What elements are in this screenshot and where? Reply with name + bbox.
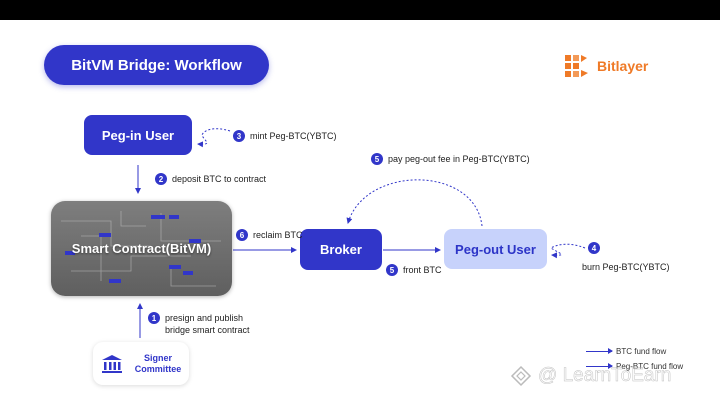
arrow-pay-fee (346, 179, 483, 227)
diagram-title: BitVM Bridge: Workflow (44, 45, 269, 85)
legend-peg-btc-flow: Peg-BTC fund flow (586, 362, 683, 371)
step-deposit: 2 deposit BTC to contract (155, 173, 266, 185)
legend-line (586, 363, 613, 369)
step-number: 2 (155, 173, 167, 185)
step-text: reclaim BTC (253, 230, 303, 240)
peg-out-user-node: Peg-out User (444, 229, 547, 269)
watermark: @ LearnToEarn (508, 365, 672, 387)
signer-committee-node: Signer Committee (93, 342, 189, 385)
broker-node: Broker (300, 229, 382, 270)
diamond-logo-icon (510, 365, 532, 387)
step-burn-text: burn Peg-BTC(YBTC) (582, 262, 670, 272)
arrow-mint-loop (197, 128, 231, 148)
step-front-btc: 5 front BTC (386, 264, 442, 276)
step-number: 4 (588, 242, 600, 254)
legend-line (586, 348, 613, 354)
step-text: deposit BTC to contract (172, 174, 267, 184)
watermark-text: @ LearnToEarn (538, 365, 672, 387)
bitlayer-logo-icon (565, 55, 588, 77)
step-text: front BTC (403, 265, 442, 275)
bank-icon (102, 354, 122, 373)
step-presign: 1 presign and publish bridge smart contr… (148, 312, 269, 336)
step-number: 5 (386, 264, 398, 276)
step-mint: 3 mint Peg-BTC(YBTC) (233, 130, 337, 142)
brand-name: Bitlayer (597, 58, 649, 74)
top-black-bar (0, 0, 720, 20)
step-number: 1 (148, 312, 160, 324)
arrow-burn-loop (550, 243, 586, 259)
step-text: presign and publish bridge smart contrac… (165, 313, 250, 335)
step-number: 6 (236, 229, 248, 241)
legend-label: Peg-BTC fund flow (616, 362, 684, 371)
brand-logo: Bitlayer (563, 52, 648, 80)
step-reclaim: 6 reclaim BTC (236, 229, 303, 241)
step-pay-fee: 5 pay peg-out fee in Peg-BTC(YBTC) (371, 153, 530, 165)
smart-contract-label: Smart Contract(BitVM) (71, 241, 212, 256)
step-text: pay peg-out fee in Peg-BTC(YBTC) (388, 154, 530, 164)
step-text: burn Peg-BTC(YBTC) (582, 262, 670, 272)
step-burn-number: 4 (588, 242, 600, 254)
legend-label: BTC fund flow (616, 347, 667, 356)
step-text: mint Peg-BTC(YBTC) (250, 131, 337, 141)
step-number: 5 (371, 153, 383, 165)
signer-committee-label: Signer Committee (134, 352, 182, 374)
step-number: 3 (233, 130, 245, 142)
smart-contract-node: Smart Contract(BitVM) (51, 201, 232, 296)
contract-circuit-graphic (61, 211, 221, 287)
legend-btc-flow: BTC fund flow (586, 347, 666, 356)
peg-in-user-node: Peg-in User (84, 115, 192, 155)
